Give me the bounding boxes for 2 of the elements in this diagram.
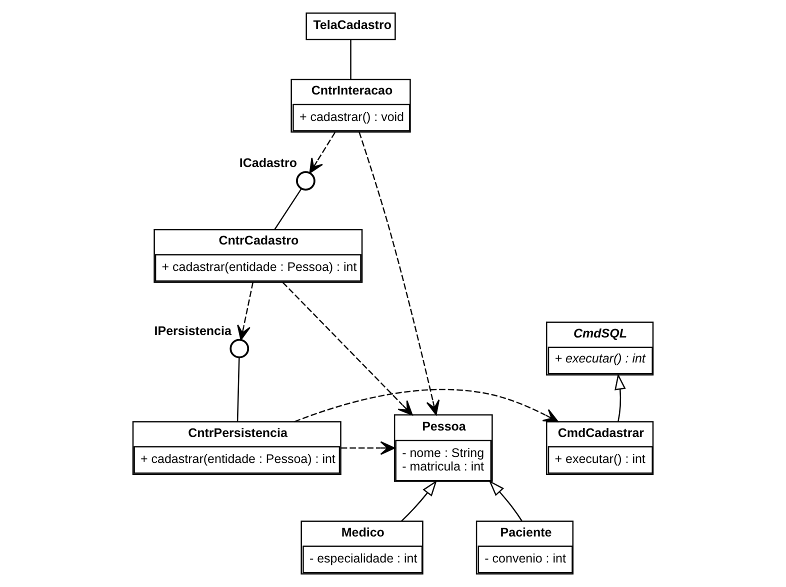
node-label: IPersistencia — [154, 324, 232, 338]
node-label: ICadastro — [239, 156, 298, 170]
